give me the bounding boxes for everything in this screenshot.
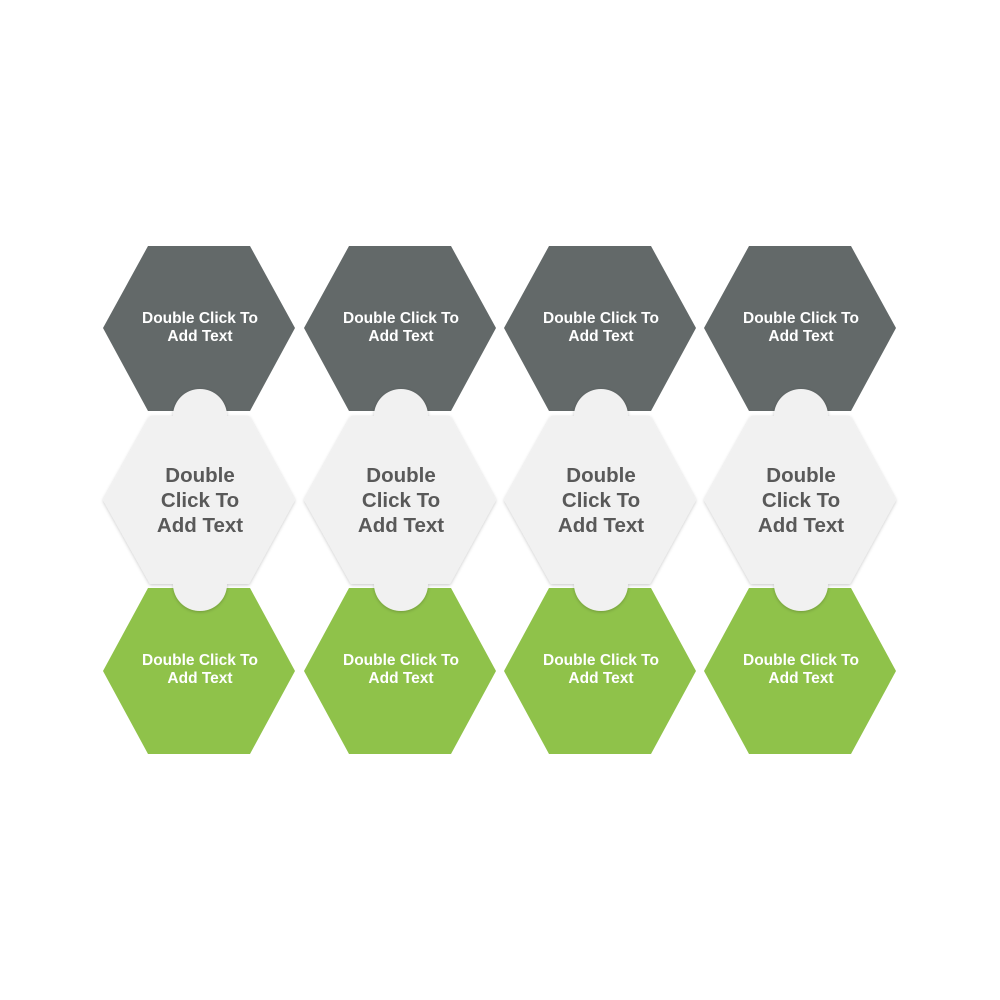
bottom-hexagon-text[interactable]: Double Click To Add Text: [343, 652, 459, 687]
column-shapes: [704, 246, 896, 754]
column-1: Double Click To Add Text Double Click To…: [103, 240, 303, 760]
bottom-hexagon[interactable]: [504, 588, 696, 754]
top-hexagon-text[interactable]: Double Click To Add Text: [343, 310, 459, 345]
column-2: Double Click To Add Text Double Click To…: [304, 240, 504, 760]
column-3: Double Click To Add Text Double Click To…: [504, 240, 704, 760]
top-hexagon-text[interactable]: Double Click To Add Text: [142, 310, 258, 345]
middle-puzzle-hexagon[interactable]: [304, 389, 496, 611]
top-hexagon-text[interactable]: Double Click To Add Text: [743, 310, 859, 345]
bottom-hexagon-text[interactable]: Double Click To Add Text: [743, 652, 859, 687]
column-4: Double Click To Add Text Double Click To…: [704, 240, 904, 760]
top-hexagon[interactable]: [304, 246, 496, 411]
middle-puzzle-hexagon[interactable]: [504, 389, 696, 611]
column-shapes: [304, 246, 496, 754]
top-hexagon-text[interactable]: Double Click To Add Text: [543, 310, 659, 345]
column-shapes: [103, 246, 295, 754]
bottom-hexagon-text[interactable]: Double Click To Add Text: [543, 652, 659, 687]
top-hexagon[interactable]: [504, 246, 696, 411]
top-hexagon[interactable]: [103, 246, 295, 411]
top-hexagon[interactable]: [704, 246, 896, 411]
middle-hexagon-text[interactable]: Double Click To Add Text: [757, 464, 845, 537]
bottom-hexagon[interactable]: [103, 588, 295, 754]
middle-hexagon-text[interactable]: Double Click To Add Text: [357, 464, 445, 537]
bottom-hexagon[interactable]: [704, 588, 896, 754]
middle-puzzle-hexagon[interactable]: [704, 389, 896, 611]
middle-hexagon-text[interactable]: Double Click To Add Text: [156, 464, 244, 537]
middle-puzzle-hexagon[interactable]: [103, 389, 295, 611]
middle-hexagon-text[interactable]: Double Click To Add Text: [557, 464, 645, 537]
column-shapes: [504, 246, 696, 754]
bottom-hexagon[interactable]: [304, 588, 496, 754]
bottom-hexagon-text[interactable]: Double Click To Add Text: [142, 652, 258, 687]
